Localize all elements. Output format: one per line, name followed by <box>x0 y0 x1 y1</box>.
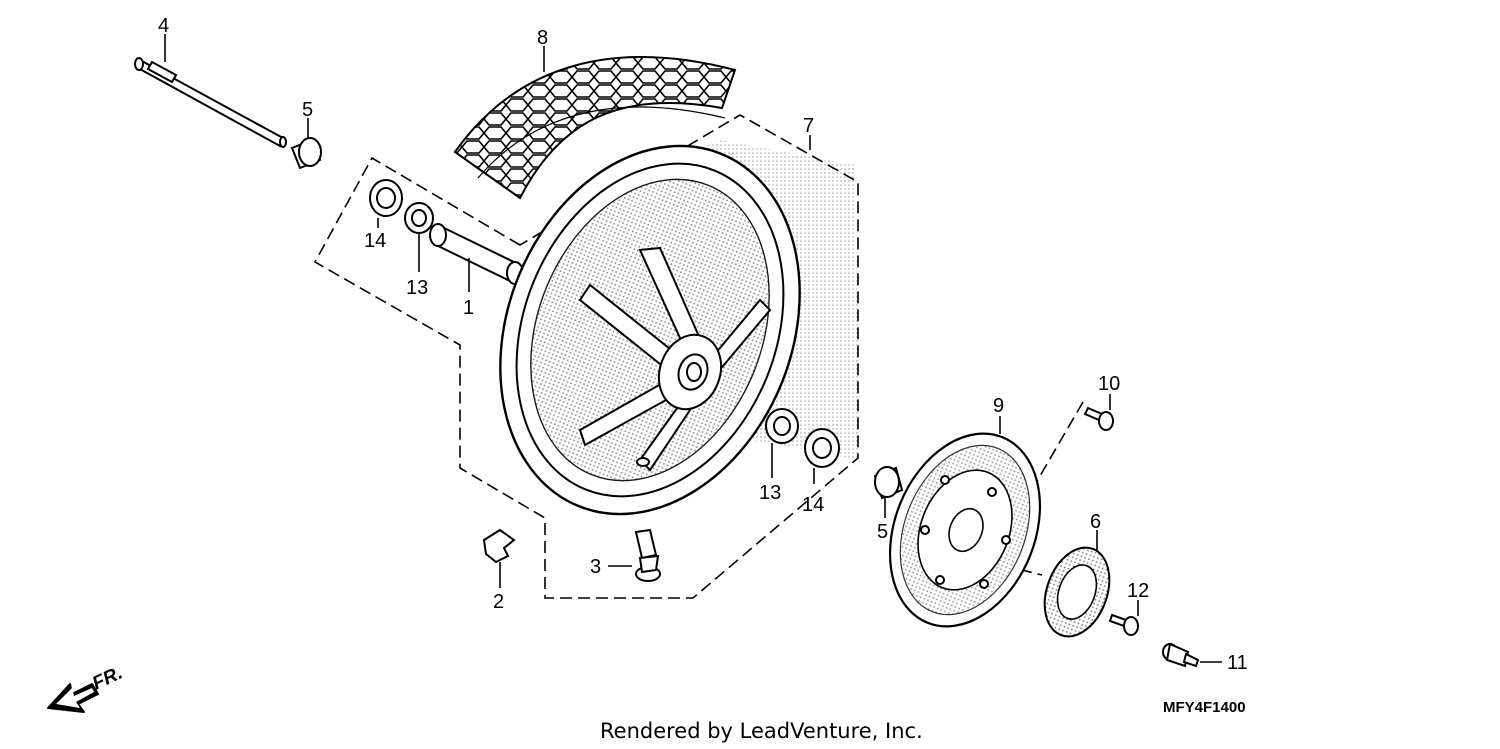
valve-stem <box>608 528 661 582</box>
callout-13-right: 13 <box>759 482 781 504</box>
render-credit: Rendered by LeadVenture, Inc. <box>600 719 923 743</box>
callout-11: 11 <box>1227 652 1248 674</box>
callout-4: 4 <box>158 15 169 37</box>
flange-bolt <box>1162 642 1222 668</box>
bearing-right <box>804 428 840 484</box>
pulser-ring <box>1043 530 1111 638</box>
front-axle <box>134 34 287 148</box>
distance-collar <box>429 223 524 292</box>
callout-13-left: 13 <box>406 277 428 299</box>
callout-1: 1 <box>463 297 474 319</box>
callout-5-right: 5 <box>877 521 888 543</box>
disc-bolt <box>1083 394 1114 431</box>
callout-2: 2 <box>493 591 504 613</box>
pulser-ring-screw <box>1108 600 1139 636</box>
callout-3: 3 <box>590 556 601 578</box>
side-collar-right <box>873 466 904 518</box>
front-tire <box>453 46 737 200</box>
front-wheel-rim <box>499 135 811 516</box>
callout-5-upper: 5 <box>302 99 313 121</box>
side-collar-left <box>290 118 322 170</box>
callout-14-left: 14 <box>364 230 386 252</box>
bearing-left <box>369 179 403 228</box>
balance-weight <box>482 528 516 588</box>
callout-14-right: 14 <box>802 494 824 516</box>
diagram-code: MFY4F1400 <box>1163 699 1246 716</box>
callout-10: 10 <box>1098 373 1120 395</box>
brake-disc <box>888 416 1042 628</box>
front-direction-arrow: FR. <box>47 663 126 713</box>
callout-6: 6 <box>1090 511 1101 533</box>
callout-labels: 4 5 8 7 14 13 1 13 14 5 9 10 6 12 11 2 3 <box>158 15 1248 674</box>
callout-7: 7 <box>803 115 814 137</box>
dust-seal-right <box>765 408 799 478</box>
callout-12: 12 <box>1127 580 1149 602</box>
dust-seal-left <box>404 202 434 272</box>
callout-8: 8 <box>537 27 548 49</box>
callout-9: 9 <box>993 395 1004 417</box>
